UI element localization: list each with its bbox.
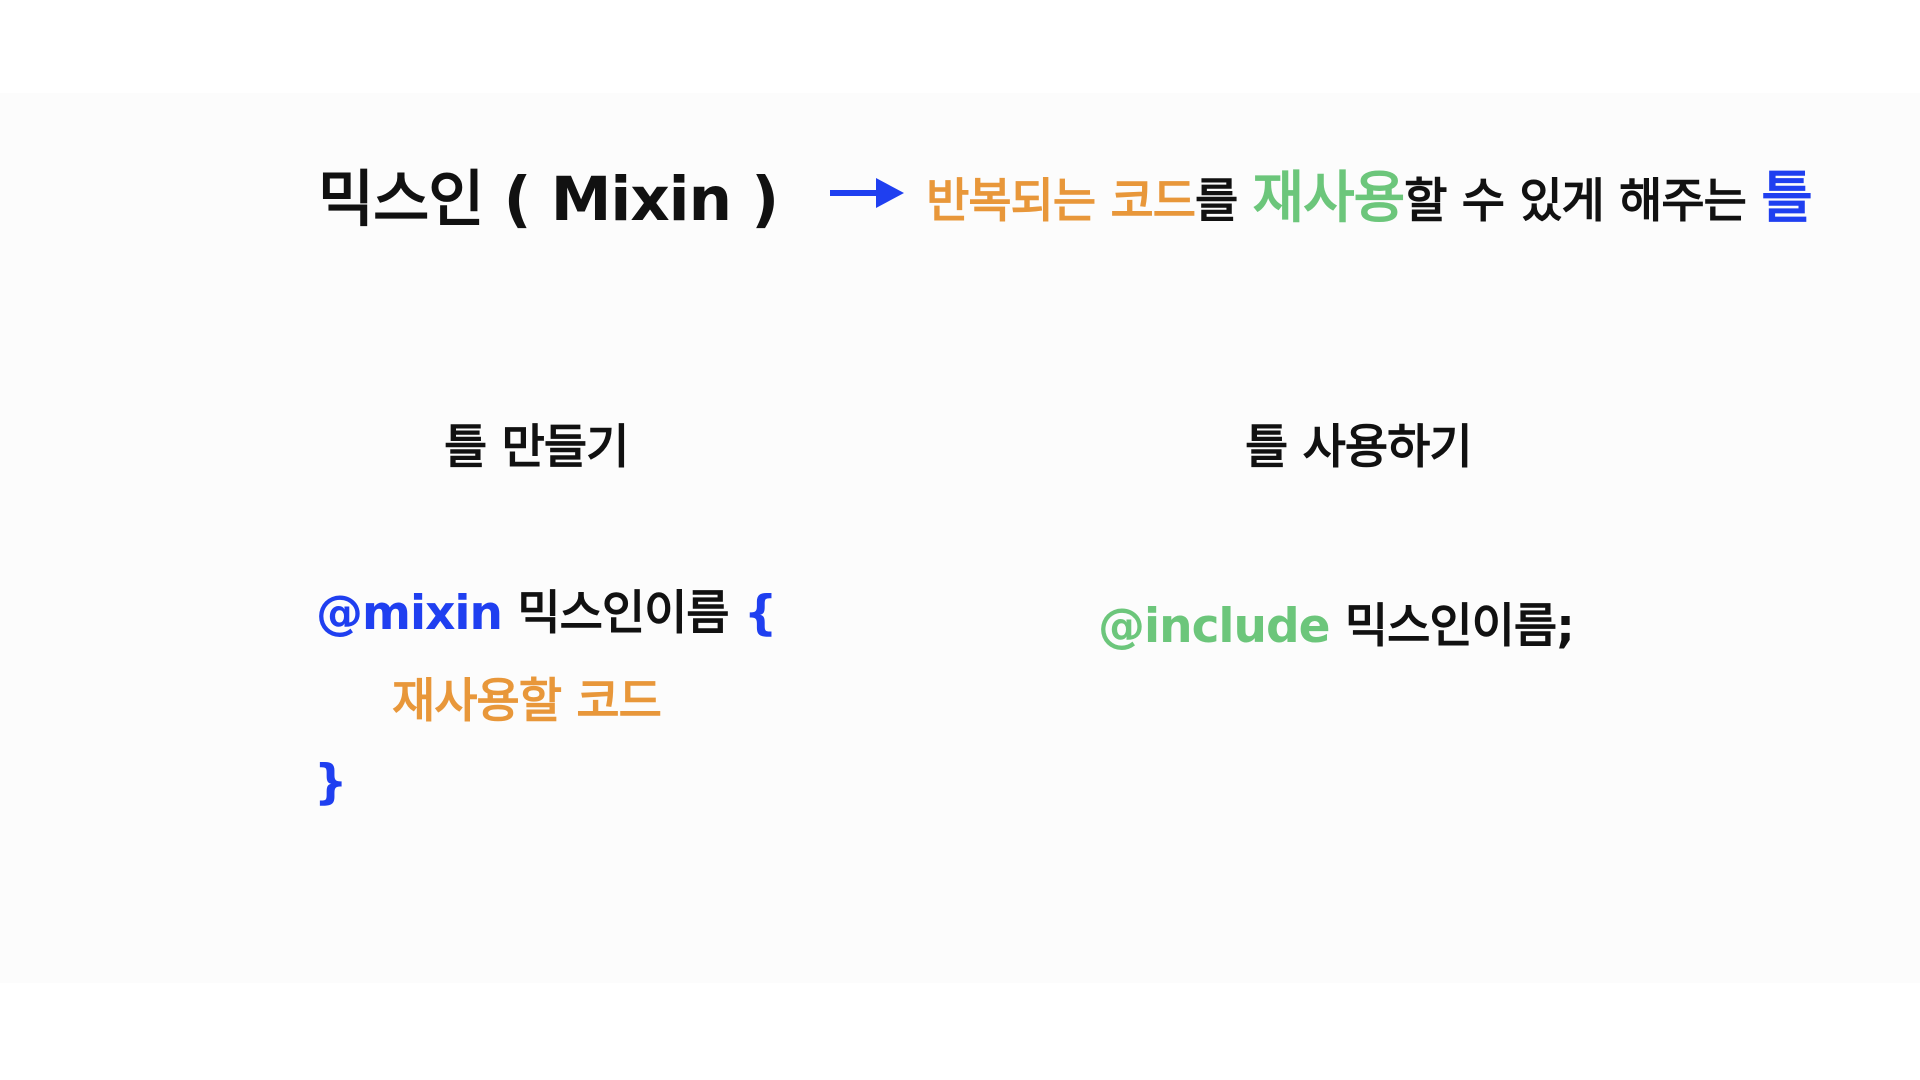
mixin-keyword: @mixin: [316, 586, 503, 641]
description-template: 틀: [1761, 165, 1813, 231]
description-repeated-code: 반복되는 코드: [926, 173, 1196, 229]
mixin-declaration-line: @mixin 믹스인이름 {: [316, 574, 777, 643]
include-name: 믹스인이름;: [1329, 599, 1575, 654]
include-line: @include 믹스인이름;: [1098, 587, 1575, 656]
description-particle: 를: [1194, 173, 1253, 229]
slide-panel: [0, 93, 1920, 983]
description-enable: 할 수 있게 해주는: [1404, 173, 1762, 229]
create-template-heading: 틀 만들기: [444, 420, 629, 475]
close-brace: }: [314, 755, 347, 810]
slide-title: 믹스인 ( Mixin ): [318, 163, 779, 235]
title-row: 믹스인 ( Mixin ) 반복되는 코드를 재사용할 수 있게 해주는 틀: [318, 152, 1813, 235]
include-keyword: @include: [1098, 599, 1331, 654]
right-arrow-icon: [830, 178, 905, 208]
mixin-body-line: 재사용할 코드: [392, 674, 662, 729]
mixin-name: 믹스인이름: [501, 586, 744, 641]
open-brace: {: [743, 586, 777, 641]
use-template-heading: 틀 사용하기: [1245, 420, 1473, 475]
description-reuse: 재사용: [1252, 165, 1406, 231]
title-description: 반복되는 코드를 재사용할 수 있게 해주는 틀: [926, 153, 1813, 234]
